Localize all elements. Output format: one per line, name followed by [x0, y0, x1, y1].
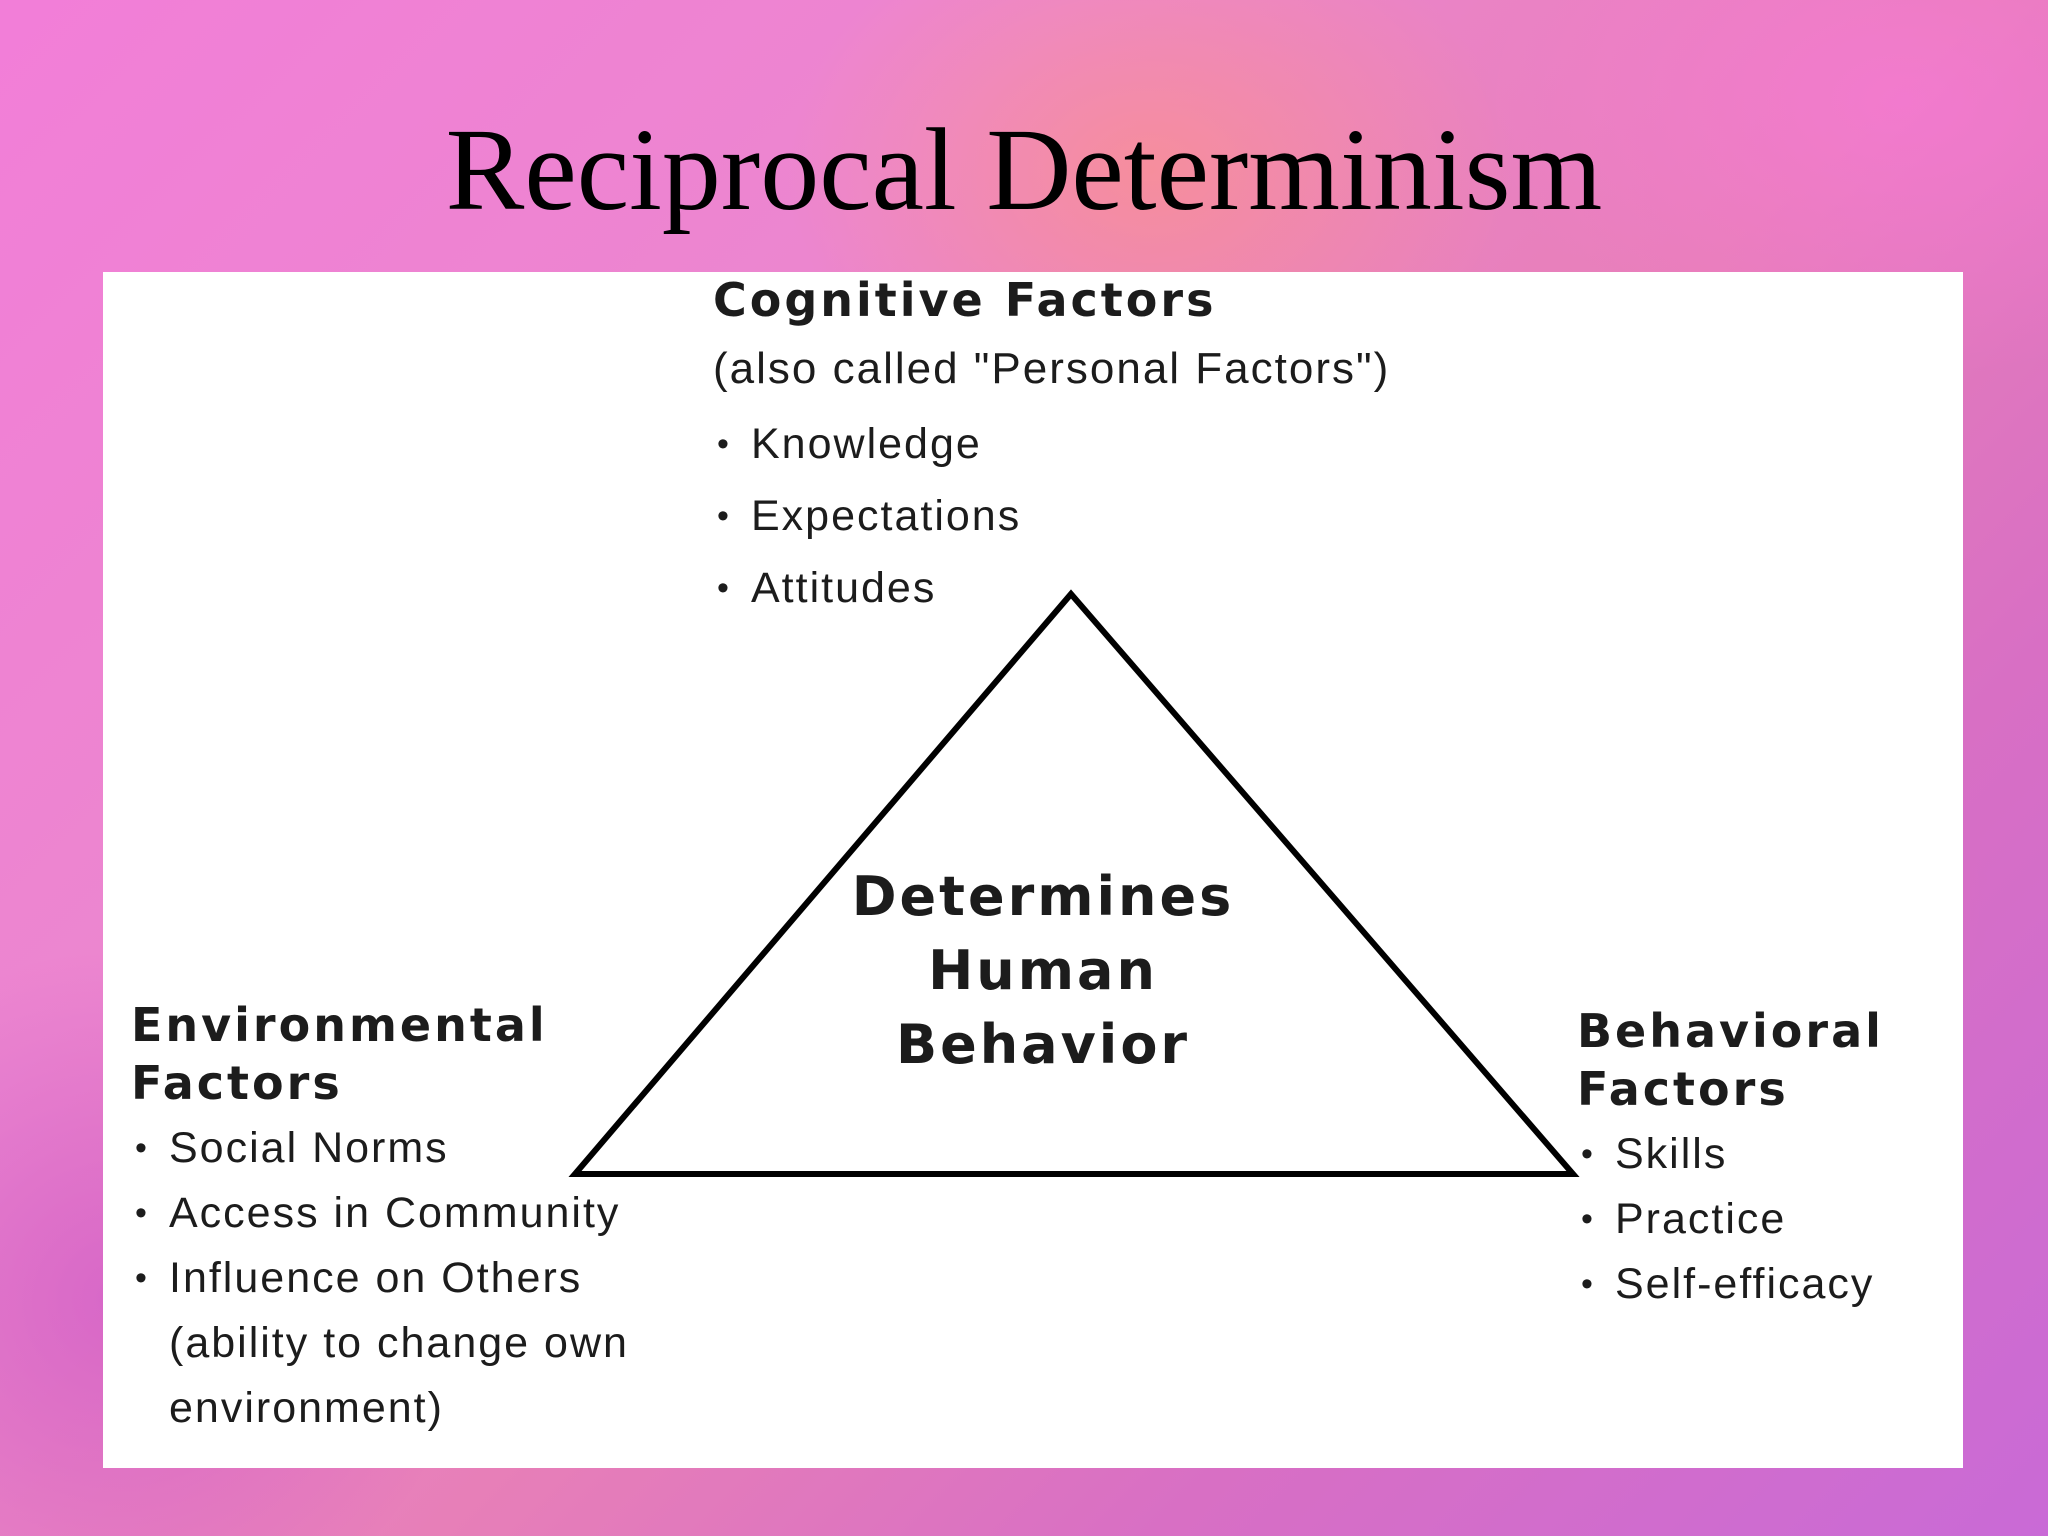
cognitive-factors-heading: Cognitive Factors — [713, 273, 1217, 327]
list-item: • Social Norms — [131, 1116, 751, 1181]
bullet-text: Practice — [1615, 1195, 1787, 1243]
cognitive-factors-list: • Knowledge • Expectations • Attitudes — [713, 408, 1390, 624]
bullet-text: Access in Community — [169, 1189, 621, 1237]
bullet-icon: • — [1581, 1135, 1595, 1173]
list-item: • Skills — [1577, 1122, 1957, 1187]
bullet-icon: • — [1581, 1265, 1595, 1303]
center-label-line: Behavior — [895, 1013, 1191, 1076]
triangle-outline — [568, 589, 1580, 1177]
cognitive-factors-subtitle: (also called "Personal Factors") — [713, 344, 1391, 393]
heading-line: Behavioral — [1577, 1004, 1884, 1058]
triangle-shape — [568, 589, 1580, 1177]
bullet-icon: • — [135, 1129, 149, 1167]
list-item: • Expectations — [713, 480, 1390, 552]
heading-line: Environmental — [131, 998, 548, 1052]
list-item: • Practice — [1577, 1187, 1957, 1252]
environmental-factors-heading: Environmental Factors — [131, 996, 751, 1112]
environmental-factors-group: Environmental Factors • Social Norms • Acc… — [131, 996, 751, 1441]
bullet-icon: • — [717, 425, 731, 463]
center-label-line: Determines — [851, 865, 1235, 928]
list-item: • Access in Community — [131, 1181, 751, 1246]
bullet-text: Knowledge — [751, 420, 982, 468]
behavioral-factors-list: • Skills • Practice • Self-efficacy — [1577, 1122, 1957, 1317]
diagram-panel: Cognitive Factors (also called "Personal… — [103, 272, 1963, 1468]
list-item: • Attitudes — [713, 552, 1390, 624]
bullet-text: Influence on Others (ability to change o… — [169, 1254, 629, 1432]
list-item: • Self-efficacy — [1577, 1252, 1957, 1317]
bullet-text: Self-efficacy — [1615, 1260, 1875, 1308]
bullet-icon: • — [135, 1259, 149, 1297]
heading-line: Factors — [131, 1056, 343, 1110]
bullet-text: Attitudes — [751, 564, 937, 612]
bullet-icon: • — [1581, 1200, 1595, 1238]
bullet-icon: • — [717, 497, 731, 535]
bullet-text: Social Norms — [169, 1124, 449, 1172]
cognitive-factors-group: Cognitive Factors (also called "Personal… — [713, 272, 1390, 624]
center-label-line: Human — [928, 939, 1158, 1002]
slide-title: Reciprocal Determinism — [445, 104, 1603, 235]
environmental-factors-list: • Social Norms • Access in Community • Infl… — [131, 1116, 751, 1441]
bullet-text: Expectations — [751, 492, 1022, 540]
bullet-icon: • — [135, 1194, 149, 1232]
center-label: Determines Human Behavior — [823, 860, 1263, 1082]
list-item: • Knowledge — [713, 408, 1390, 480]
behavioral-factors-heading: Behavioral Factors — [1577, 1002, 1957, 1118]
bullet-icon: • — [717, 569, 731, 607]
behavioral-factors-group: Behavioral Factors • Skills • Practice • Se… — [1577, 1002, 1957, 1317]
heading-line: Factors — [1577, 1062, 1789, 1116]
bullet-text: Skills — [1615, 1130, 1728, 1178]
list-item: • Influence on Others (ability to change … — [131, 1246, 729, 1441]
